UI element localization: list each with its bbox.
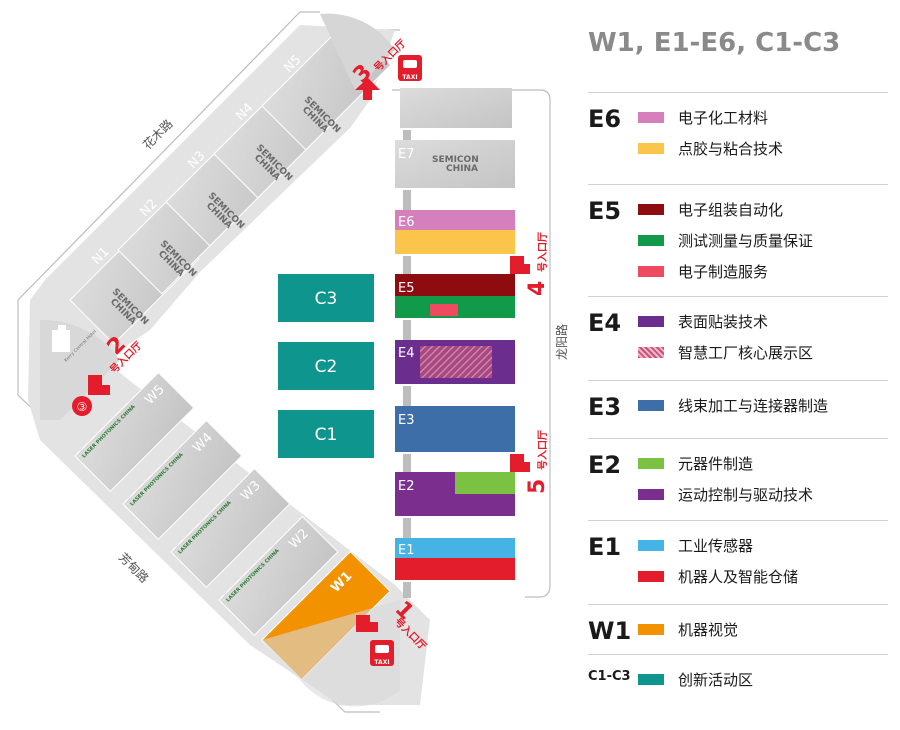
road-west: 芳甸路 xyxy=(116,550,152,586)
legend-swatch xyxy=(638,540,664,551)
components-zone[interactable] xyxy=(455,472,515,494)
legend-hall-code: E1 xyxy=(588,533,622,561)
legend-title: W1, E1-E6, C1-C3 xyxy=(588,28,841,58)
entrance-4-label: 号入口厅 xyxy=(537,232,549,272)
hall-W3[interactable] xyxy=(170,467,291,589)
hall-E1-upper[interactable] xyxy=(395,538,515,558)
hall-E7[interactable] xyxy=(395,140,515,188)
hall-C2[interactable] xyxy=(278,342,374,390)
legend-swatch xyxy=(638,458,664,469)
legend-label: 测试测量与质量保证 xyxy=(678,232,814,250)
hall-E6-label: E6 xyxy=(398,215,415,230)
hall-E2-label: E2 xyxy=(398,479,415,494)
hall-C1-label: C1 xyxy=(315,425,338,445)
legend-group: C1-C3 创新活动区 xyxy=(588,654,888,701)
legend-hall-code: E2 xyxy=(588,451,622,479)
semicon-logo: SEMICON xyxy=(432,155,479,165)
legend-label: 工业传感器 xyxy=(678,537,754,555)
hall-E3-label: E3 xyxy=(398,413,415,428)
taxi-label: TAXI xyxy=(374,659,389,666)
entrance-5-num: 5 xyxy=(525,479,550,494)
entrance-5-label: 号入口厅 xyxy=(537,430,549,470)
north-plaza xyxy=(320,13,395,90)
hall-W4[interactable] xyxy=(122,419,243,541)
legend-swatch xyxy=(638,489,664,500)
hall-C2-label: C2 xyxy=(315,357,338,377)
legend-swatch xyxy=(638,266,664,277)
legend-hall-code: E3 xyxy=(588,393,622,421)
legend-label: 表面贴装技术 xyxy=(678,313,769,331)
legend-label: 机器视觉 xyxy=(678,621,739,639)
legend-label: 智慧工厂核心展示区 xyxy=(678,344,814,362)
metro-label: ③ xyxy=(77,400,88,414)
venue-map: N1 N2 N3 N4 N5 SEMICON CHINA SEMICON CHI… xyxy=(17,11,569,713)
hall-E5-label: E5 xyxy=(398,281,415,296)
legend-group: W1 机器视觉 xyxy=(588,604,888,655)
hall-C1[interactable] xyxy=(278,410,374,458)
legend-swatch xyxy=(638,571,664,582)
legend-label: 创新活动区 xyxy=(678,671,754,689)
legend-label: 电子组装自动化 xyxy=(678,201,784,219)
legend-swatch xyxy=(638,112,664,123)
road-north: 花木路 xyxy=(140,116,176,152)
legend-label: 机器人及智能仓储 xyxy=(678,568,799,586)
legend-swatch xyxy=(638,674,664,685)
site-ground xyxy=(28,25,430,705)
taxi-south: TAXI xyxy=(370,640,394,666)
hall-E1-lower[interactable] xyxy=(395,558,515,580)
legend-swatch xyxy=(638,400,664,411)
entrance-4-num: 4 xyxy=(525,281,550,296)
legend-hall-code: C1-C3 xyxy=(588,669,631,684)
legend-swatch xyxy=(638,624,664,635)
hall-W5[interactable] xyxy=(74,371,195,493)
legend-swatch xyxy=(638,316,664,327)
legend-swatch xyxy=(638,235,664,246)
legend-label: 电子制造服务 xyxy=(678,263,769,281)
hall-E3[interactable] xyxy=(395,406,515,452)
entrance-4[interactable]: 4 号入口厅 xyxy=(510,232,550,296)
metro-icon: ③ xyxy=(72,396,92,416)
center-halls: C3 C2 C1 xyxy=(278,274,374,458)
legend-swatch xyxy=(638,204,664,215)
legend-hall-code: E4 xyxy=(588,309,622,337)
legend-group: E2 元器件制造运动控制与驱动技术 xyxy=(588,438,888,521)
hall-E1-label: E1 xyxy=(398,543,415,558)
hall-E5-ems[interactable] xyxy=(430,304,458,316)
entrance-5[interactable]: 5 号入口厅 xyxy=(510,430,550,494)
east-halls: E7 SEMICON CHINA E6 E5 E4 E3 E2 E1 xyxy=(395,88,515,598)
semicon-logo-china: CHINA xyxy=(446,164,478,174)
hall-E4-label: E4 xyxy=(398,346,415,361)
hall-E6-lower[interactable] xyxy=(395,230,515,254)
legend-label: 运动控制与驱动技术 xyxy=(678,486,814,504)
hall-C3[interactable] xyxy=(278,274,374,322)
legend-hall-code: E5 xyxy=(588,197,622,225)
legend-group: E3 线束加工与连接器制造 xyxy=(588,380,888,439)
hall-E6-upper[interactable] xyxy=(395,210,515,230)
hall-E7-label: E7 xyxy=(398,147,415,162)
road-east: 龙阳路 xyxy=(554,324,569,360)
legend-label: 元器件制造 xyxy=(678,455,754,473)
legend-label: 点胶与粘合技术 xyxy=(678,140,784,158)
smart-factory-zone[interactable] xyxy=(420,346,492,378)
hall-top-service xyxy=(400,88,512,128)
taxi-north: TAXI xyxy=(398,55,422,81)
legend-swatch xyxy=(638,347,664,358)
legend-group: E6 电子化工材料点胶与粘合技术 xyxy=(588,92,888,185)
hall-E5-upper[interactable] xyxy=(395,274,515,296)
legend-label: 电子化工材料 xyxy=(678,109,769,127)
legend-label: 线束加工与连接器制造 xyxy=(678,397,829,415)
entrances: 3 号入口厅 4 号入口厅 5 号入口厅 2 号入口厅 1 号入口厅 xyxy=(88,37,550,652)
taxi-label: TAXI xyxy=(402,74,417,81)
hall-C3-label: C3 xyxy=(315,289,338,309)
legend-group: E1 工业传感器机器人及智能仓储 xyxy=(588,520,888,605)
hall-W2[interactable] xyxy=(218,515,339,637)
legend-group: E4 表面贴装技术智慧工厂核心展示区 xyxy=(588,296,888,381)
legend-hall-code: E6 xyxy=(588,105,622,133)
legend-swatch xyxy=(638,143,664,154)
hotel-icon xyxy=(52,325,70,352)
legend-hall-code: W1 xyxy=(588,617,632,645)
legend-group: E5 电子组装自动化测试测量与质量保证电子制造服务 xyxy=(588,184,888,297)
